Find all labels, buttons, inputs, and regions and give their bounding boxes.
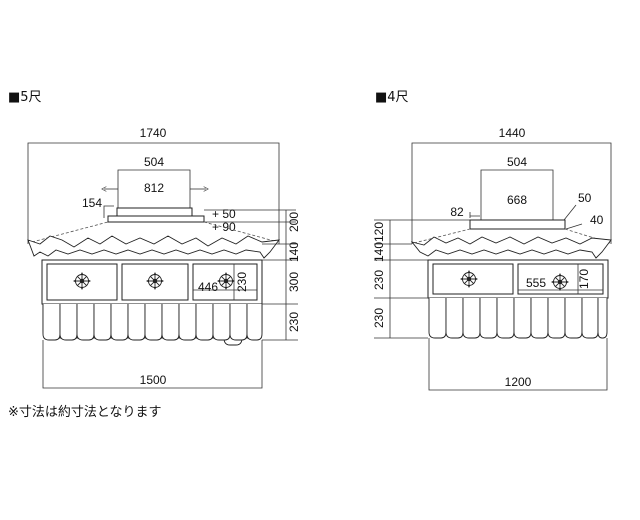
right-curtain (428, 298, 608, 339)
left-title: ■5尺 (8, 90, 42, 105)
left-inner-width2-dimension: 812 (104, 181, 206, 195)
left-top-width-dimension: 1740 (27, 126, 280, 244)
left-h200-label: 200 (287, 212, 301, 232)
dimension-note: ※寸法は約寸法となります (8, 405, 162, 420)
right-roof-lines (413, 228, 611, 244)
right-inner-width2-dimension: 668 (507, 193, 527, 207)
left-top-base (107, 215, 205, 223)
right-inner-width2-label: 668 (507, 193, 527, 207)
left-plus50-label: + 50 (212, 207, 236, 221)
right-h140-label: 140 (372, 242, 386, 262)
right-inner-width-dimension: 504 (480, 155, 554, 222)
left-top-width-label: 1740 (140, 126, 167, 140)
left-bottom-width-label: 1500 (140, 373, 167, 387)
right-height-dimensions: 120 140 230 230 (372, 219, 470, 339)
left-plus-dimensions: + 50 + 90 (204, 207, 296, 234)
left-roof-lines (31, 221, 279, 243)
left-curtain (42, 303, 263, 346)
left-panel-dimension: 446 230 (193, 264, 257, 300)
left-panel-width-label: 446 (198, 280, 218, 294)
left-panel-height-label: 230 (235, 272, 249, 292)
left-top-piece (116, 207, 193, 217)
right-top-width-label: 1440 (499, 126, 526, 140)
left-inner-width-label: 504 (144, 155, 164, 169)
right-top-width-dimension: 1440 (411, 126, 612, 244)
left-inner-width-dimension: 504 (117, 155, 191, 210)
right-top-piece (469, 219, 566, 230)
right-bottom-width-label: 1200 (505, 375, 532, 389)
left-offset-dimension: 154 (82, 196, 114, 218)
left-fringe (27, 235, 280, 259)
right-title: ■4尺 (375, 90, 409, 105)
right-inner-width-label: 504 (507, 155, 527, 169)
right-panel-dimension: 555 170 (518, 264, 603, 294)
right-h230a-label: 230 (372, 270, 386, 290)
right-bottom-width-dimension: 1200 (428, 338, 608, 391)
left-inner-width2-label: 812 (144, 181, 164, 195)
right-side-dimensions: 50 40 (563, 191, 604, 230)
left-bottom-width-dimension: 1500 (42, 340, 263, 389)
right-50-label: 50 (578, 191, 592, 205)
right-panel-width-label: 555 (526, 276, 546, 290)
left-height-dimensions: 200 140 300 230 (262, 210, 301, 341)
left-offset-label: 154 (82, 196, 102, 210)
right-40-label: 40 (590, 213, 604, 227)
left-h140-label: 140 (287, 242, 301, 262)
right-h120-label: 120 (372, 222, 386, 242)
right-panel-height-label: 170 (577, 269, 591, 289)
right-offset-label: 82 (450, 205, 464, 219)
left-h230-label: 230 (287, 312, 301, 332)
left-h300-label: 300 (287, 272, 301, 292)
right-fringe (410, 236, 612, 259)
right-h230b-label: 230 (372, 308, 386, 328)
right-offset-dimension: 82 (450, 205, 480, 219)
